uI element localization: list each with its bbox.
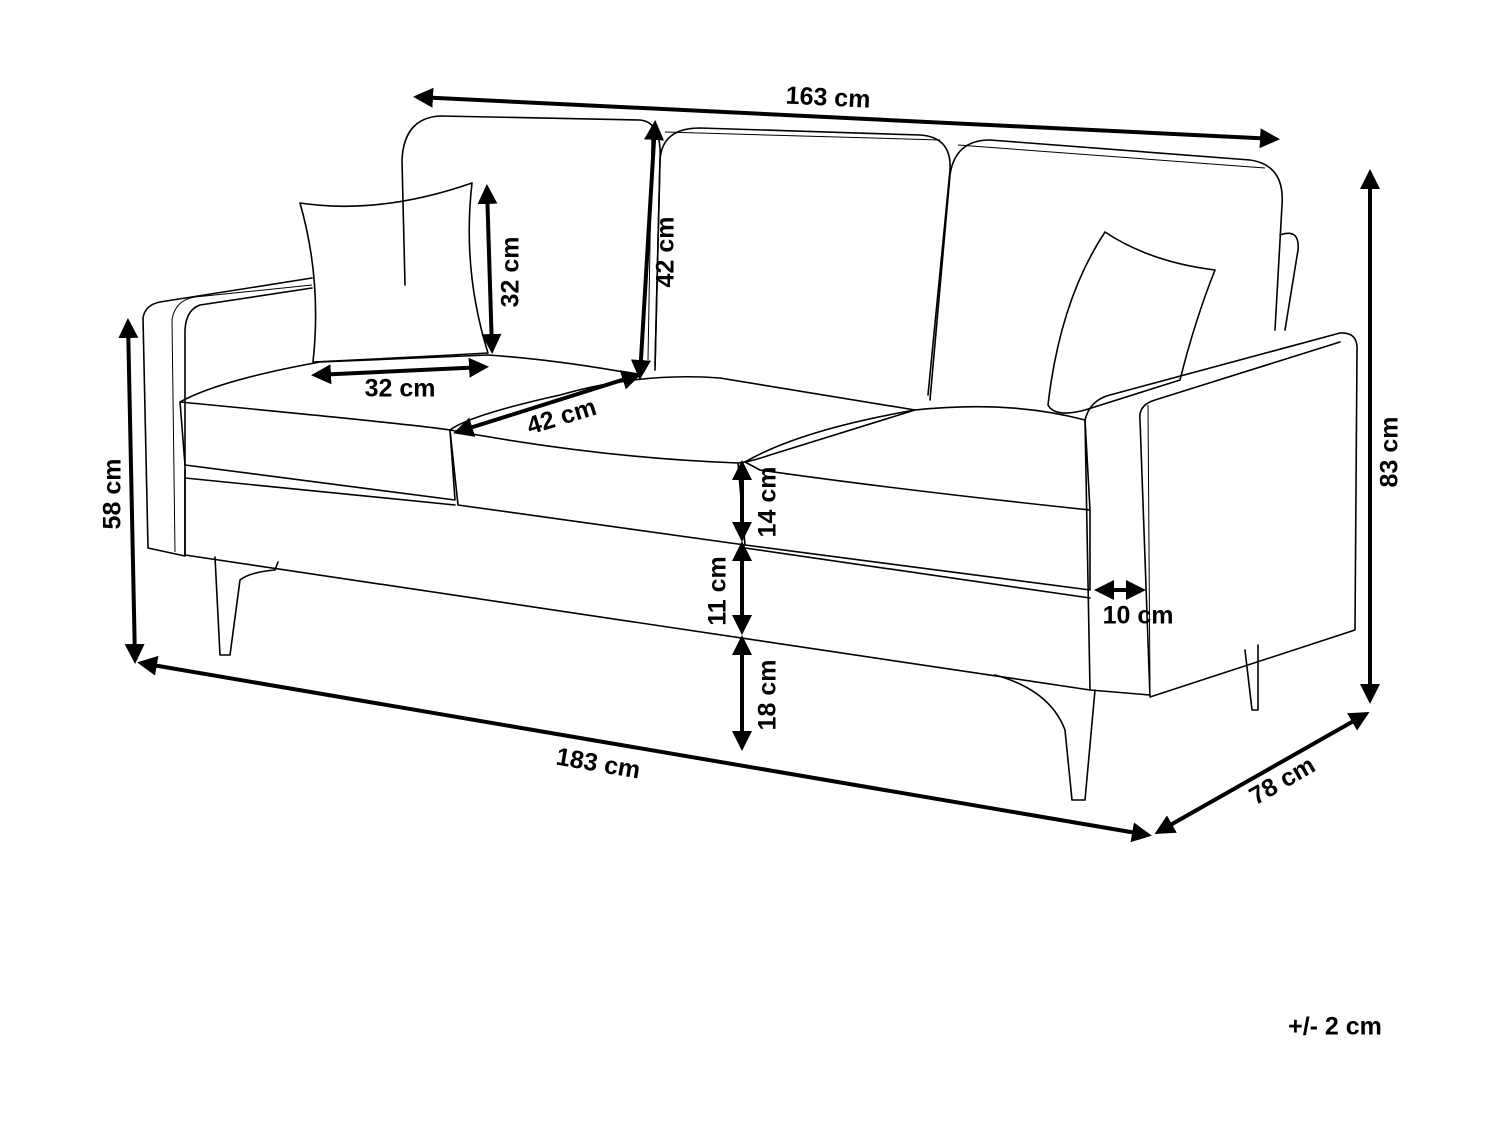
label-tolerance: +/- 2 cm [1288,1013,1382,1041]
label-base-height: 11 cm [704,556,732,626]
label-total-height: 83 cm [1376,417,1404,488]
left-pillow [299,182,489,363]
right-pillow [1047,231,1216,414]
sofa-back-left [401,115,661,366]
seat-cushion-middle [449,375,916,546]
arrow-armrest-height [118,318,145,664]
leg-back-right [1244,644,1259,711]
sofa-back-right-side [1279,232,1299,331]
label-armrest-height: 58 cm [99,459,127,530]
label-leg-height: 18 cm [754,660,782,731]
arrow-backrest-width [413,87,1280,149]
right-armrest [1084,332,1358,698]
sofa-base [184,469,1151,696]
leg-front-left [214,556,279,656]
seat-cushion-right [744,405,1091,591]
arrow-total-width [137,655,1152,843]
label-backrest-height: 42 cm [652,217,680,288]
sofa-back-cushion-right [929,139,1283,401]
left-armrest [142,277,313,557]
label-total-width: 183 cm [554,743,642,785]
arrow-pillow-width [311,357,489,385]
label-armrest-width: 10 cm [1103,602,1174,630]
dimension-labels: 163 cm 32 cm 42 cm 32 cm 42 cm 58 cm 14 … [99,82,1404,1041]
label-pillow-height: 32 cm [497,237,525,308]
label-backrest-width: 163 cm [785,82,871,114]
arrow-total-depth [1154,712,1370,834]
arrow-seat-depth [453,370,642,437]
sofa-drawing [142,115,1358,801]
label-pillow-width: 32 cm [365,375,436,403]
label-cushion-thickness: 14 cm [754,467,782,538]
sofa-back-cushion-middle [654,127,951,396]
leg-front-right [994,674,1096,801]
arrow-backrest-height [630,120,665,380]
arrow-pillow-height [477,184,502,354]
dimension-arrows [118,87,1380,843]
